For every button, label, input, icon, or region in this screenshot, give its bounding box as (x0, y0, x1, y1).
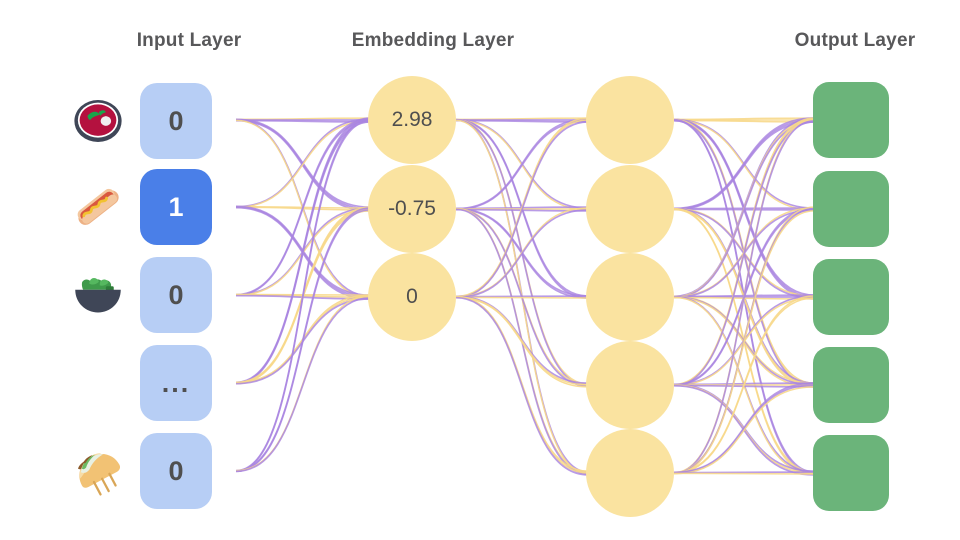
input-value-box-ellipsis[interactable]: ... (140, 345, 212, 421)
output-node[interactable] (813, 82, 889, 158)
input-row: 0 (70, 82, 235, 160)
embedding-node[interactable]: 0 (368, 253, 456, 341)
output-node[interactable] (813, 347, 889, 423)
hidden-node[interactable] (586, 429, 674, 517)
hidden-node[interactable] (586, 253, 674, 341)
output-node[interactable] (813, 259, 889, 335)
input-row: ... (70, 344, 235, 422)
embedding-layer-title: Embedding Layer (351, 30, 515, 51)
input-value-box[interactable]: 0 (140, 83, 212, 159)
input-layer-title: Input Layer (136, 30, 242, 51)
salad-bowl-icon (75, 277, 121, 313)
input-value-box[interactable]: 0 (140, 257, 212, 333)
input-value-box[interactable]: 0 (140, 433, 212, 509)
embedding-node[interactable]: -0.75 (368, 165, 456, 253)
embedding-node[interactable]: 2.98 (368, 76, 456, 164)
output-node[interactable] (813, 171, 889, 247)
output-node[interactable] (813, 435, 889, 511)
hot-dog-icon (77, 188, 119, 225)
input-value-box-active[interactable]: 1 (140, 169, 212, 245)
hidden-node[interactable] (586, 341, 674, 429)
ellipsis-placeholder-icon (70, 355, 126, 411)
output-layer-title: Output Layer (794, 30, 916, 51)
input-row: 0 (70, 432, 235, 510)
taco-icon (77, 453, 121, 496)
input-row: 0 (70, 256, 235, 334)
input-row: 1 (70, 168, 235, 246)
hidden-node[interactable] (586, 76, 674, 164)
hidden-node[interactable] (586, 165, 674, 253)
soup-bowl-icon (74, 100, 122, 142)
